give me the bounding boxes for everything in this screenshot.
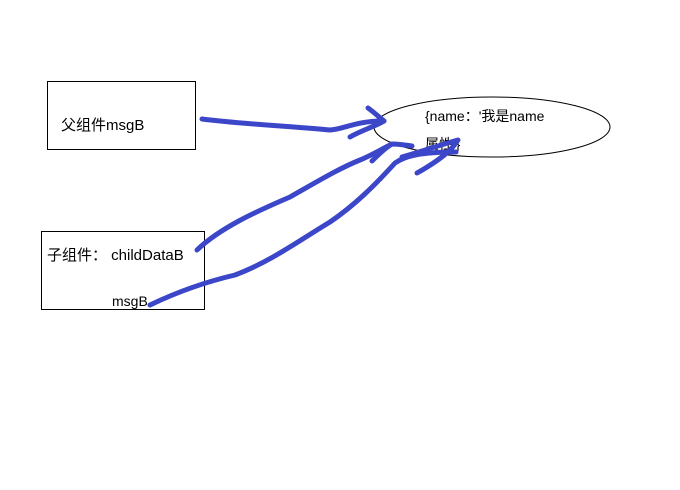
object-text-line1: {name：'我是name xyxy=(425,108,545,124)
childdata-to-object-arrow xyxy=(194,141,395,253)
parent-component-label: 父组件msgB xyxy=(61,117,145,134)
parent-component-box: 父组件msgB xyxy=(47,81,196,150)
childdata-arrowhead xyxy=(369,141,415,164)
child-component-label: 子组件： childDataB xyxy=(47,247,184,264)
object-text-line2: 属性'} xyxy=(425,136,461,152)
child-msg-label: msgB xyxy=(112,293,148,309)
parent-to-object-arrow xyxy=(199,116,387,133)
child-component-box: 子组件： childDataB msgB xyxy=(41,231,205,310)
parent-arrowhead xyxy=(347,105,387,140)
